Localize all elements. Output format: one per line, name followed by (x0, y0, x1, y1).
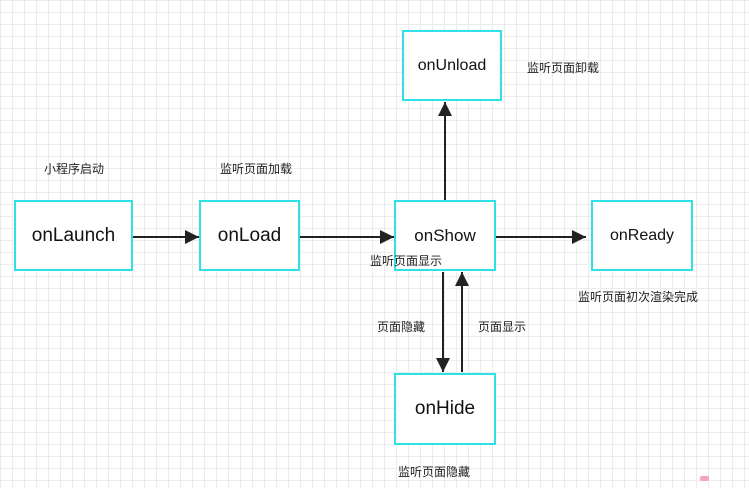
label-page-hide-action: 页面隐藏 (377, 320, 426, 334)
node-onshow: onShow (394, 200, 496, 271)
node-onload: onLoad (199, 200, 300, 271)
corner-marker (700, 476, 709, 481)
label-app-launch: 小程序启动 (44, 162, 105, 176)
label-page-hide: 监听页面隐藏 (398, 465, 471, 479)
node-onlaunch: onLaunch (14, 200, 133, 271)
label-page-load: 监听页面加载 (220, 162, 293, 176)
node-onhide: onHide (394, 373, 496, 445)
node-onunload: onUnload (402, 30, 502, 101)
label-page-ready: 监听页面初次渲染完成 (578, 290, 699, 304)
label-page-show-action: 页面显示 (478, 320, 527, 334)
node-onready: onReady (591, 200, 693, 271)
label-page-show: 监听页面显示 (370, 254, 443, 268)
label-page-unload: 监听页面卸载 (527, 61, 600, 75)
